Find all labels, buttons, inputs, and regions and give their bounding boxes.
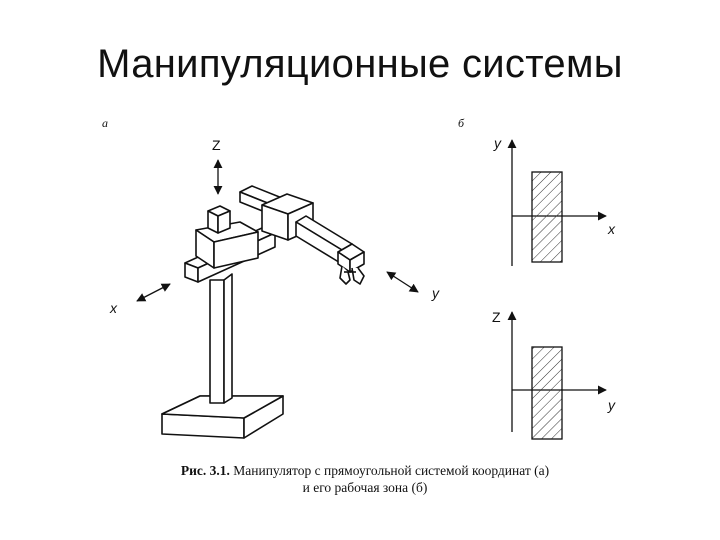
manipulator-y-label: y: [431, 285, 440, 301]
workspace-top: y x: [493, 135, 616, 266]
caption-line-2: и его рабочая зона (б): [302, 480, 428, 495]
base-plate: [161, 395, 284, 439]
workspace-bottom-horizontal-label: y: [607, 397, 616, 413]
caption-number: Рис. 3.1.: [180, 463, 230, 478]
workspace-bottom-vertical-label: Z: [492, 309, 501, 325]
carriage-block: [195, 221, 259, 269]
figure-caption: Рис. 3.1. Манипулятор с прямоугольной си…: [140, 462, 590, 496]
workspace-bottom-zone: [531, 346, 563, 440]
manipulator-x-arrow: [136, 283, 171, 302]
manipulator-x-label: x: [109, 300, 118, 316]
gripper: [337, 243, 365, 285]
caption-line-1: Манипулятор с прямоугольной системой коо…: [233, 463, 550, 478]
workspace-top-zone: [531, 171, 563, 263]
manipulator-drawing: [161, 185, 365, 439]
z-slide-block: [207, 205, 231, 234]
panel-a-label: а: [102, 116, 108, 130]
manipulator-y-arrow: [386, 271, 419, 293]
vertical-column: [209, 273, 233, 404]
workspace-bottom: Z y: [492, 309, 616, 440]
slide-title: Манипуляционные системы: [97, 42, 623, 86]
workspace-top-vertical-label: y: [493, 135, 502, 151]
panel-b-label: б: [458, 116, 465, 130]
manipulator-z-label: Z: [212, 137, 221, 153]
workspace-top-horizontal-label: x: [607, 221, 616, 237]
